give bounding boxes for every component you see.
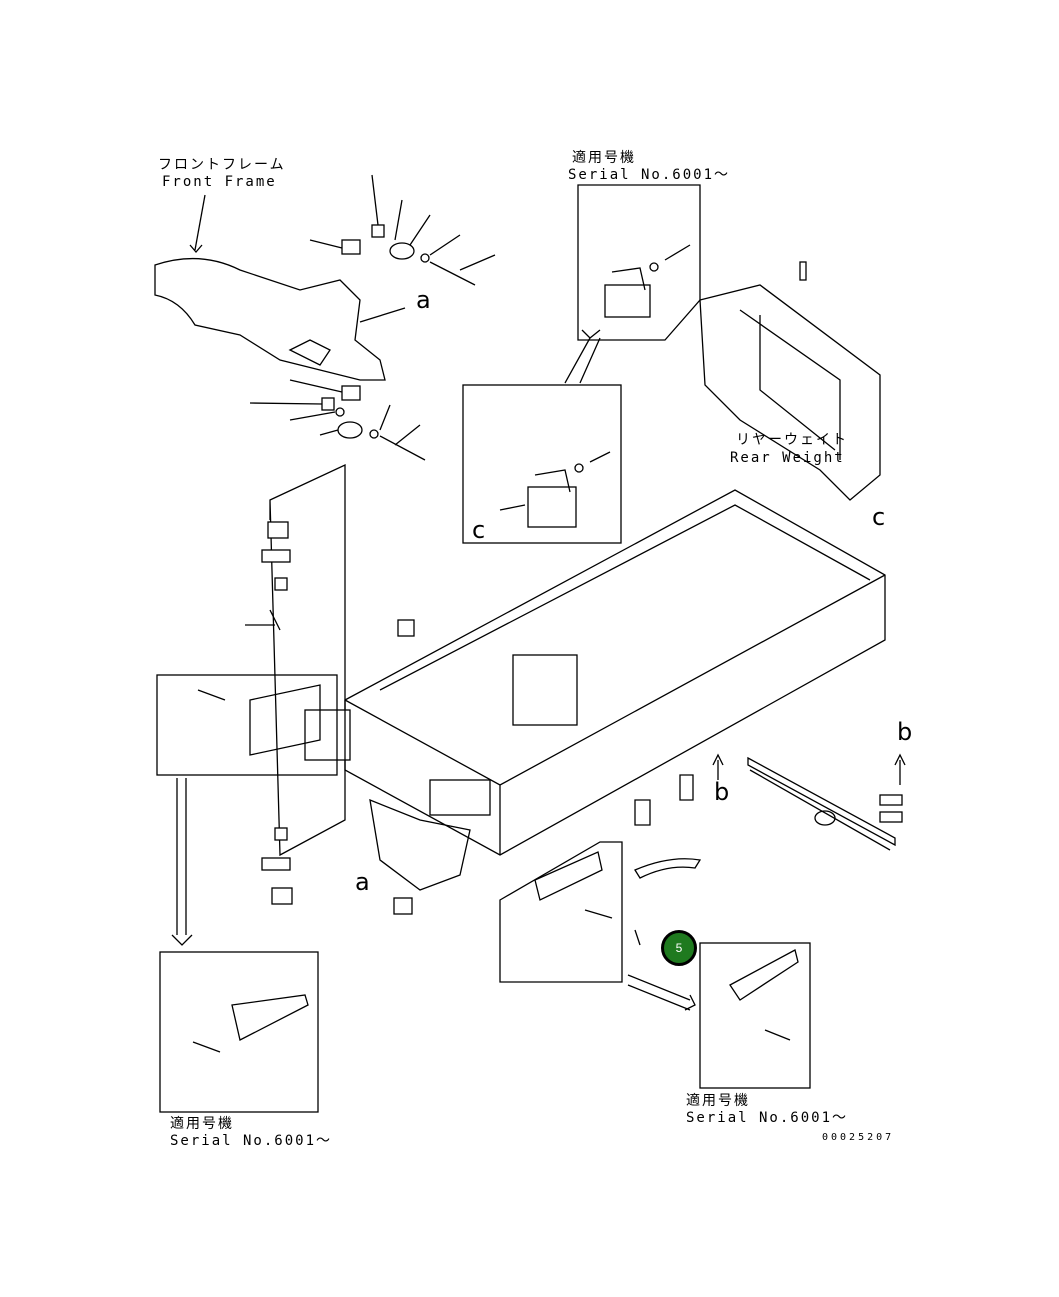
rear-crossmember: [634, 753, 906, 946]
ref-letter-b-center: b: [714, 778, 730, 806]
callout-5-icon[interactable]: 5: [661, 930, 697, 966]
serial-label-left-jp: 適用号機: [170, 1116, 234, 1132]
ref-letter-a-bottom: a: [355, 868, 370, 896]
front-frame-part: [154, 194, 386, 381]
left-inset-upper: [156, 674, 338, 776]
serial-inset-bottom-right: [627, 942, 811, 1089]
serial-label-right-en: Serial No.6001～: [686, 1110, 849, 1126]
rear-weight-label-jp: リヤーウェイト: [736, 432, 848, 448]
ref-letter-a-top: a: [416, 286, 431, 314]
front-frame-hardware: [249, 174, 496, 461]
serial-label-right-jp: 適用号機: [686, 1093, 750, 1109]
left-pin-assembly: [245, 463, 415, 915]
front-frame-label-jp: フロントフレーム: [158, 157, 286, 173]
drawing-number: 00025207: [822, 1132, 895, 1143]
left-inset-lower: [159, 778, 319, 1113]
main-frame-body: [304, 489, 886, 891]
ref-letter-c-inset: c: [472, 516, 486, 544]
serial-label-top-jp: 適用号機: [572, 150, 636, 166]
serial-label-top-en: Serial No.6001～: [568, 167, 731, 183]
serial-label-left-en: Serial No.6001～: [170, 1133, 333, 1149]
rear-weight-part: [699, 261, 881, 501]
ref-letter-c-frame: c: [872, 503, 886, 531]
callout-5-number: 5: [675, 941, 683, 955]
ref-letter-b-right: b: [897, 718, 913, 746]
serial-inset-top: [577, 184, 701, 341]
rear-weight-label-en: Rear Weight: [730, 450, 845, 466]
center-bottom-inset: [499, 841, 623, 983]
front-frame-label-en: Front Frame: [162, 174, 277, 190]
inset-box-c: [462, 329, 622, 544]
